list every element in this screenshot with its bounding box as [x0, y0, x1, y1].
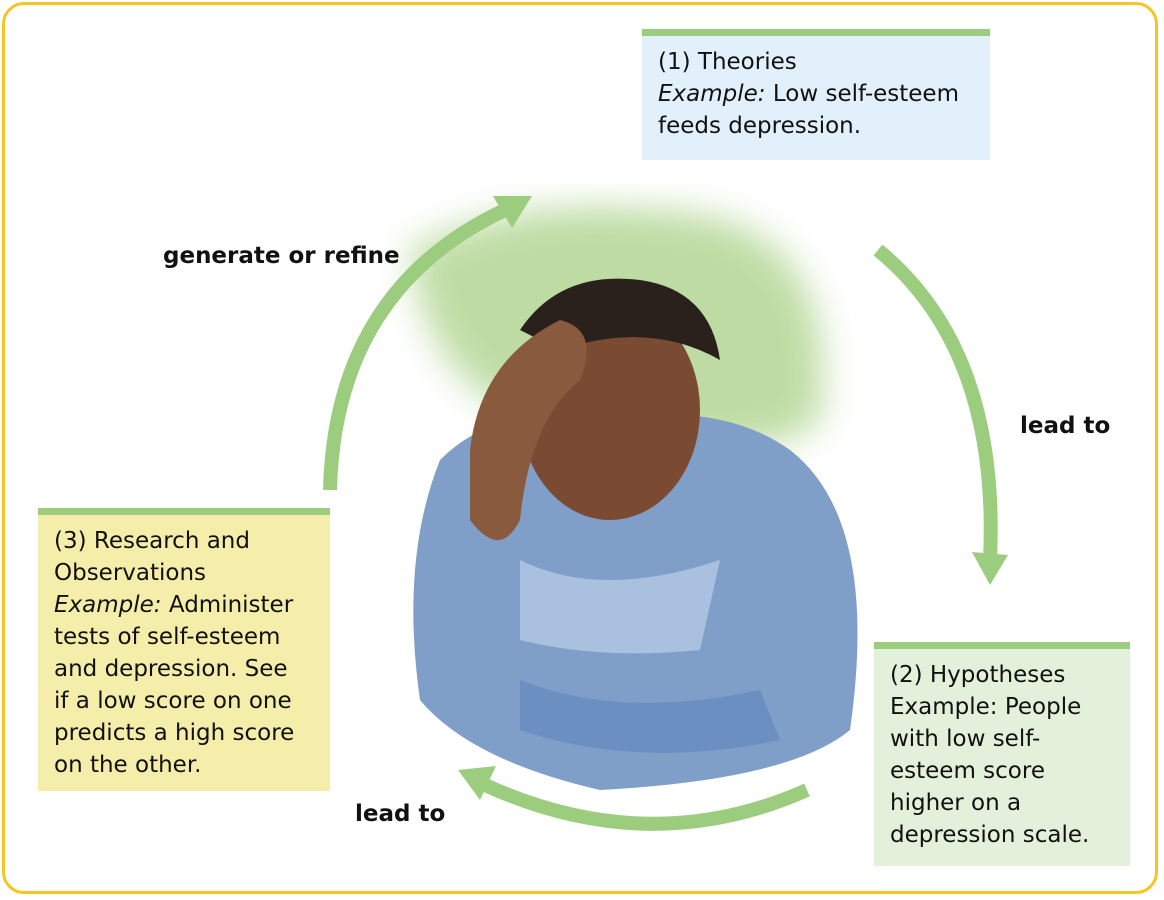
theories-title: (1) Theories: [658, 49, 797, 75]
lead-to-label: lead to: [1020, 413, 1111, 439]
hypotheses-line: depression scale.: [890, 822, 1090, 848]
research-text: and depression. See: [54, 656, 288, 682]
arrow-generate-or-refine: [323, 196, 532, 491]
research-title: (3) Research and: [54, 528, 250, 554]
hypotheses-box: (2) Hypotheses Example: People with low …: [874, 642, 1130, 866]
hypotheses-line: higher on a: [890, 790, 1022, 816]
lead-to-label: lead to: [355, 801, 446, 827]
research-text: on the other.: [54, 752, 202, 778]
theories-box: (1) Theories Example: Low self-esteem fe…: [642, 29, 990, 160]
theories-text: feeds depression.: [658, 113, 862, 139]
research-title: Observations: [54, 560, 207, 586]
arrow-lead-to-hypotheses: [873, 244, 1008, 585]
depressed-man-illustration: [410, 207, 858, 790]
hypotheses-line: Example: People: [890, 694, 1082, 720]
research-text: if a low score on one: [54, 688, 292, 714]
example-label: Example:: [54, 592, 162, 618]
hypotheses-line: (2) Hypotheses: [890, 662, 1066, 688]
arrow-lead-to-research: [458, 766, 810, 831]
hypotheses-line: esteem score: [890, 758, 1045, 784]
research-text: Administer: [161, 592, 294, 618]
theories-text: Low self-esteem: [765, 81, 959, 107]
research-text: predicts a high score: [54, 720, 295, 746]
research-box: (3) Research and Observations Example: A…: [38, 508, 330, 791]
research-text: tests of self-esteem: [54, 624, 281, 650]
example-label: Example:: [658, 81, 766, 107]
generate-or-refine-label: generate or refine: [163, 243, 400, 269]
hypotheses-line: with low self-: [890, 726, 1041, 752]
